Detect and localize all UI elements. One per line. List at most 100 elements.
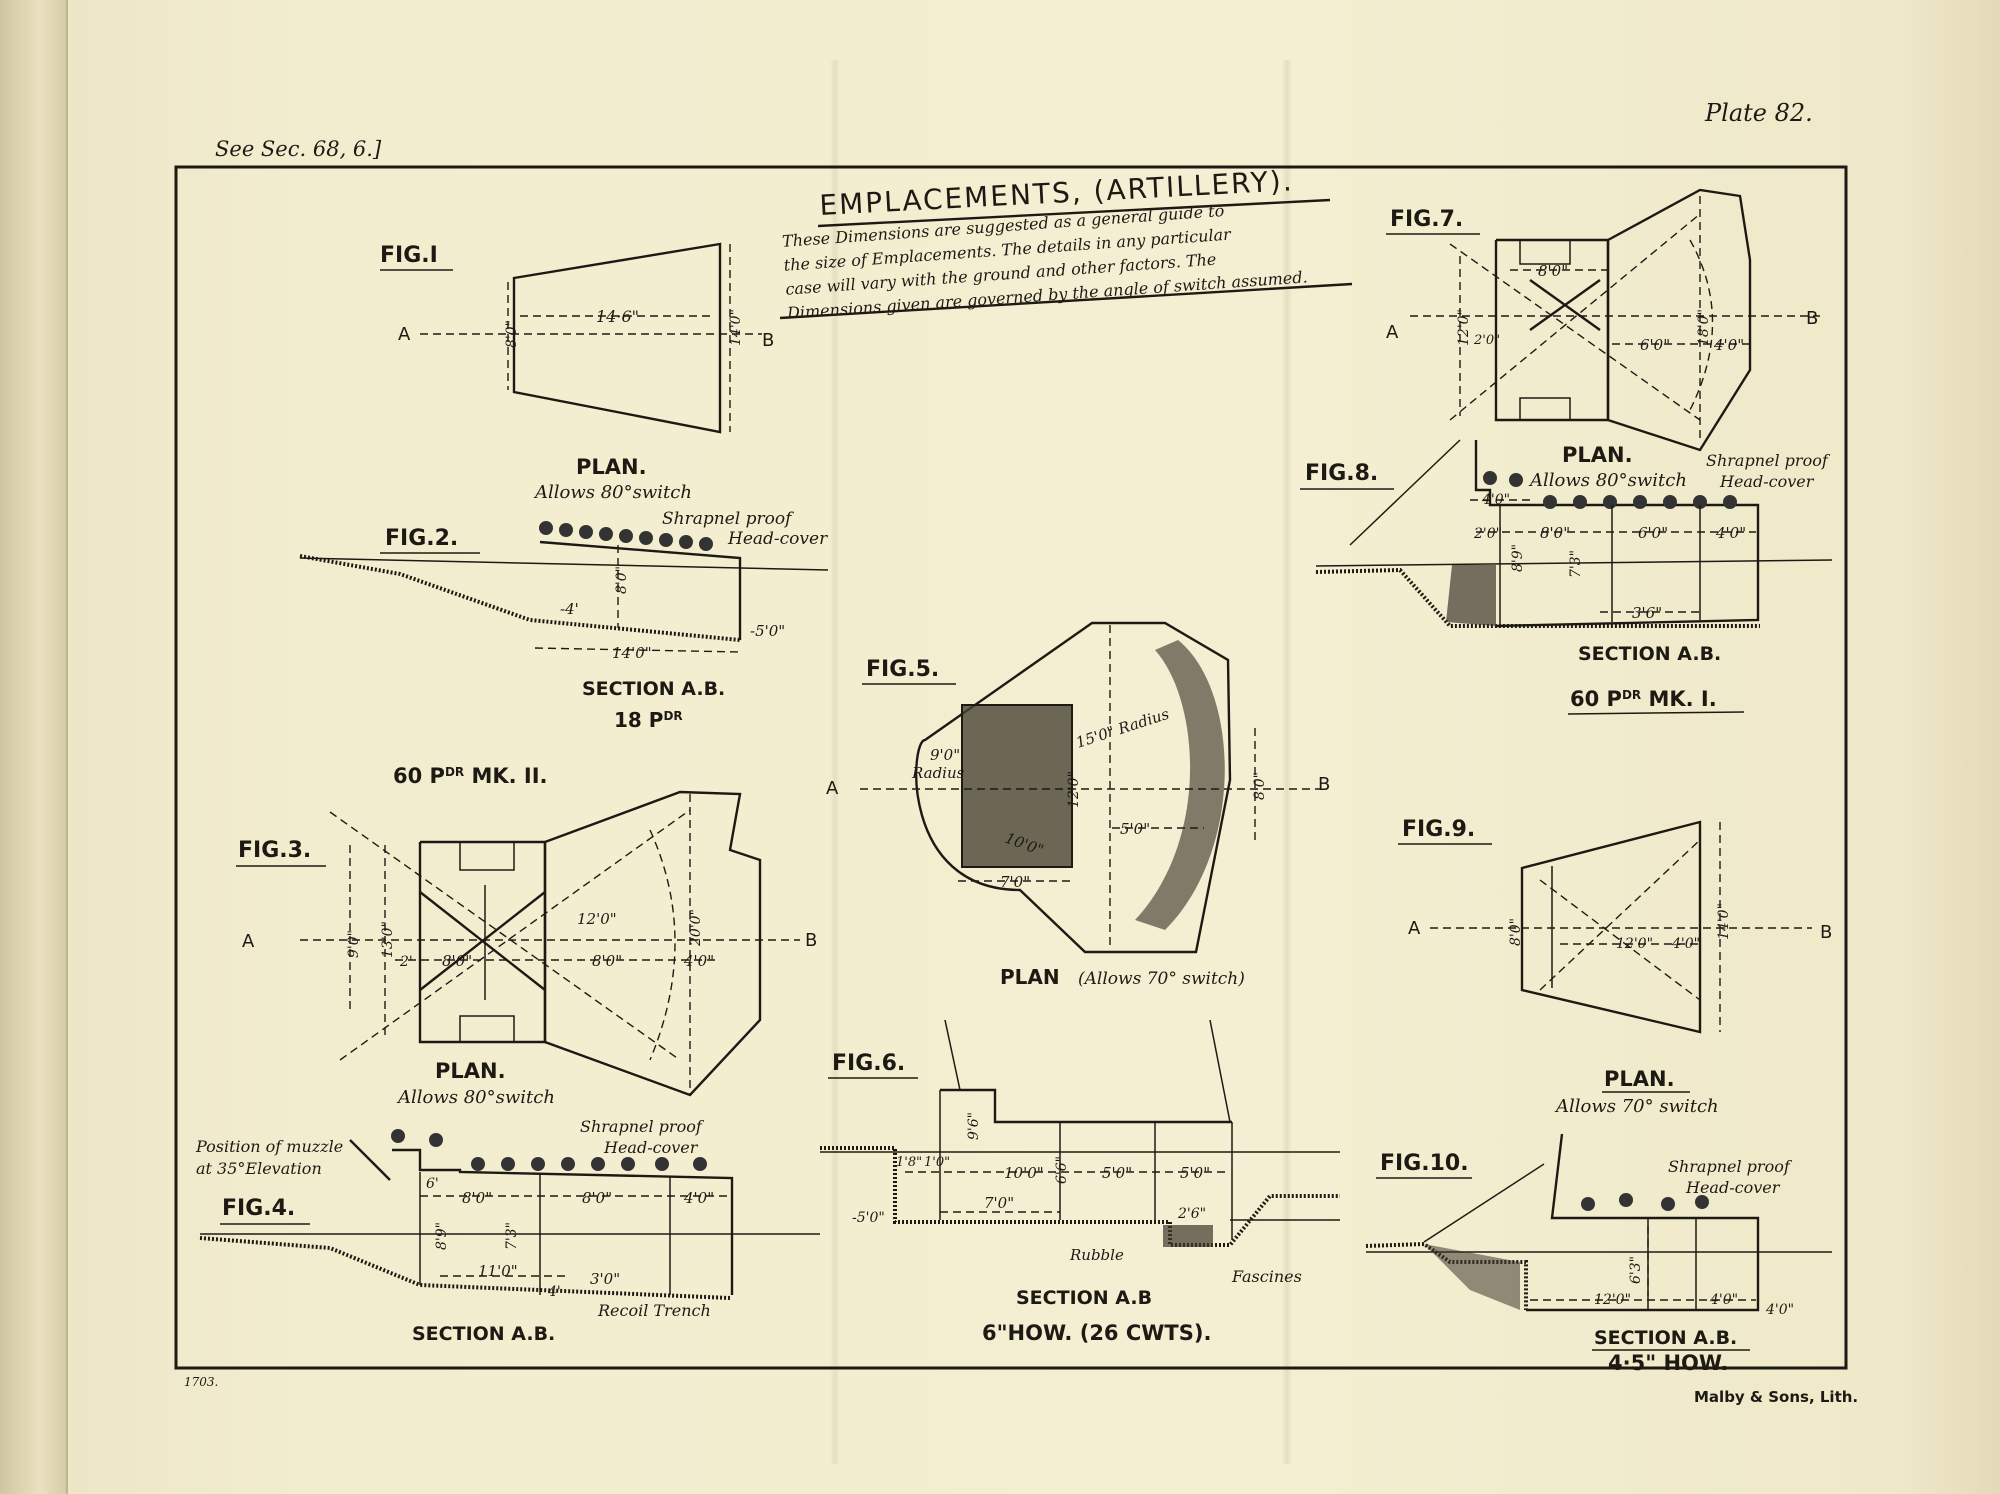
fig2-gun: 18 PDR (614, 708, 683, 732)
fig9-d2: 12'0" (1616, 936, 1653, 952)
fig5-a: A (826, 778, 839, 799)
fig7-d3: 2'0" (1473, 333, 1500, 348)
fig8-muzzle-line (1349, 439, 1461, 546)
fig4-d7: 11'0" (478, 1262, 518, 1280)
fig5-label: FIG.5. (866, 657, 939, 682)
fig7-d2: 12'0" (1456, 309, 1472, 346)
fig5-d4: 8'0" (1252, 772, 1268, 800)
fig7-recess-top (1519, 239, 1571, 265)
fig2-d3: 14'0" (612, 644, 652, 662)
fig7-caption: Allows 80°switch (1528, 470, 1687, 491)
fig9-d4: 14'0" (1716, 903, 1732, 940)
fig8: FIG.8. Shrapnel proof Head-cover 4'0" 2'… (1300, 439, 1833, 715)
fig8-section: SECTION A.B. (1578, 643, 1721, 665)
fig2-d4: -5'0" (750, 622, 785, 640)
plate-border (174, 165, 1848, 1370)
note-underline (779, 282, 1353, 320)
fig3-label: FIG.3. (238, 838, 311, 863)
fig7: FIG.7. A B 8'0" 12'0" 2'0" 6'0" 18'0" 4'… (1386, 188, 1820, 491)
fig8-headcover (1483, 471, 1737, 509)
fig3-d7: 4'0" (683, 952, 714, 970)
fig7-pit-front (1606, 188, 1752, 452)
see-section-ref: See Sec. 68, 6.] (215, 137, 382, 161)
fig3-switch-2 (339, 809, 691, 1061)
fig8-gun-underline (1567, 711, 1745, 715)
fig5-gun-platform (962, 705, 1072, 867)
fig5-d1: 12'0" (1066, 771, 1082, 808)
fig8-cover-text: Shrapnel proof (1706, 451, 1831, 470)
fig9-d3: 4'0" (1671, 936, 1700, 952)
fig6-splay-right (1209, 1019, 1231, 1123)
fig6-d9: 2'6" (1177, 1206, 1206, 1222)
fig5-curved-parapet (1135, 640, 1225, 930)
fig7-d4: 6'0" (1640, 336, 1670, 354)
fig8-ground-level (1315, 559, 1833, 567)
fig5-plan-label: PLAN (1000, 965, 1060, 989)
plate-number: Plate 82. (1704, 99, 1813, 127)
fig2-cover-text2: Head-cover (727, 529, 828, 549)
fig2-d1: -4' (560, 600, 579, 618)
fig5-d5: 7'0" (1000, 873, 1030, 891)
fig6-d6: 5'0" (1102, 1164, 1132, 1182)
fig4-d2: 8'0" (462, 1189, 492, 1207)
fig10-cover-text2: Head-cover (1685, 1178, 1781, 1197)
fig4-d6: 7'3" (504, 1222, 520, 1250)
fig8-d2: 2'0" (1473, 526, 1502, 542)
fig4-cover-text: Shrapnel proof (580, 1117, 705, 1136)
fig3-x2 (419, 891, 546, 991)
fig5-r1: 9'0" (930, 746, 960, 764)
fig4-section: SECTION A.B. (412, 1323, 555, 1345)
fig4-d8: 3'0" (590, 1270, 620, 1288)
fig9: FIG.9. A B 8'0" 12'0" 4'0" 14'0" PLAN. A… (1398, 817, 1832, 1117)
fig8-d3: 8'0" (1540, 524, 1570, 542)
fig9-label: FIG.9. (1402, 817, 1475, 842)
fig6-roof (940, 1088, 1232, 1124)
fig8-ground (1315, 567, 1760, 628)
fig9-plan-outline (1520, 820, 1702, 1034)
fig3-d4: 8'0" (442, 952, 472, 970)
fig6-d8: 7'0" (984, 1194, 1014, 1212)
fig2-ground (299, 554, 741, 642)
fig2-section: SECTION A.B. (582, 678, 725, 700)
fig7-d1: 8'0" (1538, 262, 1568, 280)
fig5-d3: 5'0" (1120, 820, 1150, 838)
fold-line-2 (1282, 60, 1292, 1464)
fig4-muzzle-line (349, 1139, 391, 1181)
fig4-cover-text2: Head-cover (603, 1138, 699, 1157)
fig7-label: FIG.7. (1390, 207, 1463, 232)
fig8-label: FIG.8. (1305, 461, 1378, 486)
fig3-arc (649, 829, 676, 1061)
fold-line-1 (830, 60, 840, 1464)
fig4-d9: 4' (547, 1284, 561, 1300)
fig8-d4: 6'0" (1638, 524, 1668, 542)
fig2-cover-text: Shrapnel proof (662, 509, 794, 529)
fig2: FIG.2. Shrapnel proof Head-cover -4' 8'0… (299, 509, 829, 732)
fig9-a: A (1408, 918, 1421, 939)
fig8-d1: 4'0" (1481, 492, 1510, 508)
fig9-switch-2 (1539, 839, 1701, 991)
fig1-dim-length: 14·6" (596, 307, 639, 326)
fig8-pit (1474, 440, 1760, 628)
fig9-d1: 8'0" (1508, 918, 1524, 946)
fig7-switch-2 (1449, 213, 1701, 421)
fig1-b: B (762, 330, 774, 351)
title-underline (817, 198, 1331, 228)
fig6-d3: 9'6" (966, 1112, 982, 1140)
fig9-plan-label: PLAN. (1604, 1067, 1675, 1091)
fig1-dim-left: 8'0" (504, 320, 520, 348)
fig1-label: FIG.I (380, 243, 438, 268)
fig7-b: B (1806, 308, 1818, 329)
fig6-d4: 10'0" (1004, 1164, 1044, 1182)
fig5-gun-platform-edge (961, 704, 1073, 868)
fig2-ground-level (299, 557, 829, 571)
fig4-muzzle-2: at 35°Elevation (196, 1159, 322, 1178)
plate-serial: 1703. (184, 1375, 218, 1389)
fig1: FIG.I A B 14·6" 8'0" 14'0" PLAN. Allows … (380, 242, 774, 503)
fig8-d8: 3'6" (1632, 604, 1662, 622)
fig6: FIG.6. 1'8" 1'0" 9'6" 10'0" 6'6" 5'0" 5'… (820, 1019, 1340, 1345)
fig3-d3: 2' (399, 954, 413, 970)
fig10-pit (1526, 1133, 1760, 1312)
fig4-d3: 8'0" (582, 1189, 612, 1207)
fig1-a: A (398, 324, 411, 345)
